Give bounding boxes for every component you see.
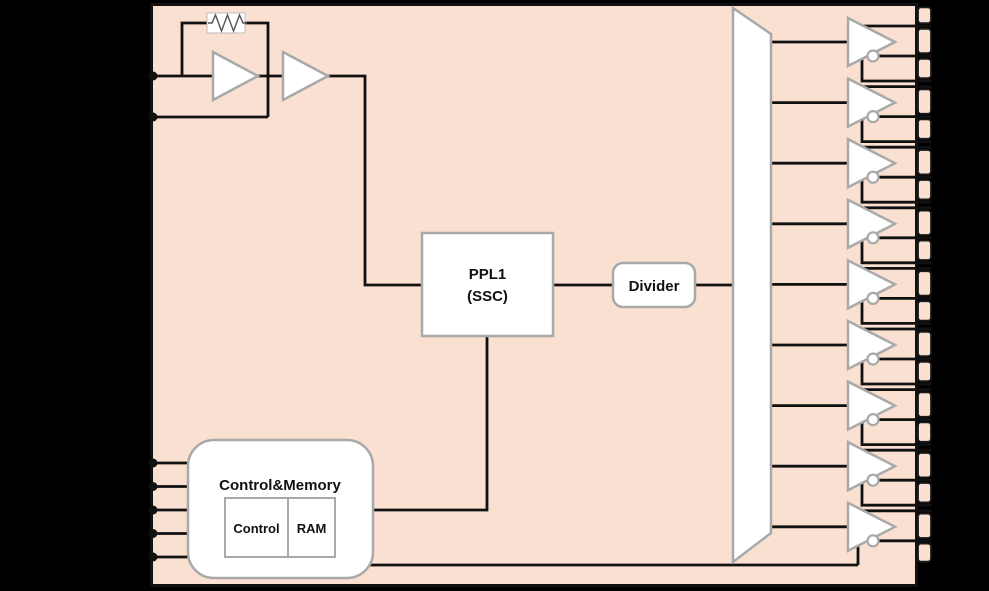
control-pin-dot bbox=[148, 552, 158, 562]
output-buffer bbox=[846, 379, 898, 432]
output-pin-tab bbox=[917, 452, 932, 479]
left-pin-dots bbox=[148, 71, 158, 562]
pll-to-control-wire bbox=[373, 336, 489, 512]
buffer-aux-wire bbox=[860, 59, 932, 83]
xin-pin-dot bbox=[148, 71, 158, 81]
control-pin-dot bbox=[148, 529, 158, 538]
inverter-bubble-icon bbox=[866, 291, 880, 305]
control-memory-block: Control&Memory Control RAM bbox=[186, 438, 375, 580]
output-pin-tab bbox=[917, 57, 932, 80]
inverter-bubble-icon bbox=[866, 352, 880, 366]
output-pin-tab bbox=[917, 482, 932, 504]
inverter-bubble-icon bbox=[866, 473, 880, 487]
pll-block: PPL1 (SSC) bbox=[420, 231, 555, 338]
control-memory-title: Control&Memory bbox=[219, 477, 341, 494]
output-buffer bbox=[846, 76, 898, 129]
pll-label-line1: PPL1 bbox=[469, 266, 507, 283]
pll-box bbox=[420, 231, 555, 338]
inverter-bubble-icon bbox=[866, 170, 880, 184]
resistor-icon bbox=[208, 13, 247, 33]
buffer-wires bbox=[771, 24, 932, 565]
output-pin-tab bbox=[917, 391, 932, 418]
control-pin-dot bbox=[148, 458, 158, 468]
inverter-bubble-icon bbox=[866, 109, 880, 124]
output-pin-tab bbox=[917, 330, 932, 358]
buffer-aux-wire bbox=[860, 119, 932, 143]
output-buffer bbox=[846, 258, 898, 311]
output-pin-tab bbox=[917, 118, 932, 140]
output-buffer bbox=[846, 318, 898, 372]
buffer-aux-wire bbox=[860, 422, 932, 446]
divider-label: Divider bbox=[629, 278, 680, 295]
ram-label: RAM bbox=[297, 521, 327, 536]
buffer-aux-wire bbox=[860, 180, 932, 204]
buffer-aux-wire bbox=[860, 240, 932, 265]
output-pin-tab bbox=[917, 270, 932, 297]
oscillator-buffer-icon bbox=[281, 49, 331, 103]
output-buffer bbox=[846, 197, 898, 250]
output-buffer bbox=[846, 15, 898, 69]
control-label: Control bbox=[233, 521, 279, 536]
inverter-bubble-icon bbox=[866, 49, 880, 63]
output-pin-tab bbox=[917, 542, 932, 563]
output-buffer bbox=[846, 500, 898, 553]
output-pin-tab bbox=[917, 239, 932, 261]
buffer-aux-wire bbox=[860, 301, 932, 325]
output-pin-tab bbox=[917, 421, 932, 443]
xout-pin-dot bbox=[148, 112, 158, 122]
feedback-wire-right bbox=[245, 21, 270, 117]
control-pin-dot bbox=[148, 505, 158, 515]
oscillator-amp-icon bbox=[211, 49, 261, 103]
output-pin-tab bbox=[917, 512, 932, 539]
fanout-trapezoid-icon bbox=[731, 5, 773, 565]
output-pin-tab bbox=[917, 88, 932, 115]
output-pin-tab bbox=[917, 360, 932, 383]
output-pin-tab bbox=[917, 300, 932, 322]
inverter-bubble-icon bbox=[866, 534, 880, 548]
ram-box bbox=[287, 497, 336, 558]
output-buffer bbox=[846, 137, 898, 190]
output-pin-tab bbox=[917, 149, 932, 176]
inverter-bubble-icon bbox=[866, 231, 880, 245]
output-buffers bbox=[846, 15, 898, 553]
crystal-oscillator bbox=[206, 12, 331, 103]
buffer-aux-wire bbox=[860, 362, 932, 386]
buffer-aux-wire bbox=[860, 483, 932, 507]
output-pin-tab bbox=[917, 6, 932, 25]
divider-block: Divider bbox=[611, 261, 697, 309]
osc-to-pll-wire bbox=[328, 74, 422, 287]
control-pin-dot bbox=[148, 482, 158, 491]
output-pin-tab bbox=[917, 179, 932, 201]
output-buffer bbox=[846, 440, 898, 493]
output-pin-tab bbox=[917, 27, 932, 55]
right-pin-tabs bbox=[917, 6, 932, 563]
wires bbox=[150, 21, 858, 567]
pll-label-line2: (SSC) bbox=[467, 288, 508, 305]
divider-box bbox=[611, 261, 697, 309]
output-pin-tab bbox=[917, 209, 932, 236]
feedback-wire-left bbox=[180, 21, 207, 76]
inverter-bubble-icon bbox=[866, 413, 880, 427]
